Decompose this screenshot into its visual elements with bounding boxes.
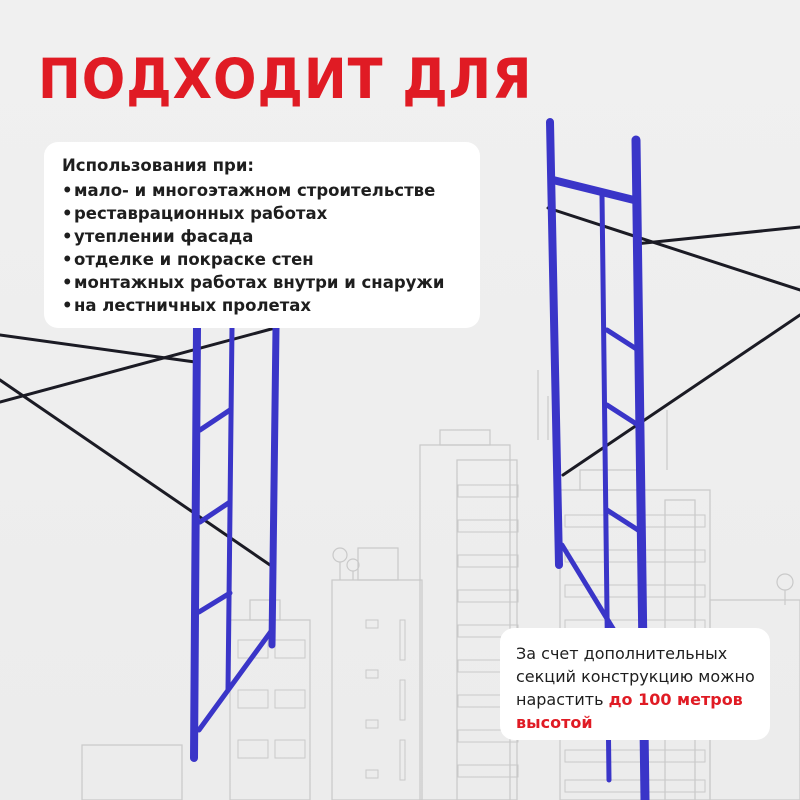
list-item: •на лестничных пролетах xyxy=(62,296,312,315)
list-item: •мало- и многоэтажном строительстве xyxy=(62,181,436,200)
list-item: •реставрационных работах xyxy=(62,204,328,223)
cross-braces xyxy=(0,206,800,567)
bullet-icon: • xyxy=(62,204,73,223)
list-item: •утеплении фасада xyxy=(62,227,254,246)
list-item: •отделке и покраске стен xyxy=(62,250,314,269)
headline: ПОДХОДИТ ДЛЯ xyxy=(38,47,533,111)
uses-list: •мало- и многоэтажном строительстве •рес… xyxy=(62,179,444,317)
bullet-icon: • xyxy=(62,250,73,269)
uses-card: Использования при: •мало- и многоэтажном… xyxy=(44,142,480,328)
height-highlight: до 100 метров высотой xyxy=(516,690,743,732)
height-info-text: За счет дополнительных секций конструкци… xyxy=(516,644,755,732)
height-info-card: За счет дополнительных секций конструкци… xyxy=(500,628,770,740)
bullet-icon: • xyxy=(62,296,73,315)
bullet-icon: • xyxy=(62,227,73,246)
list-item: •монтажных работах внутри и снаружи xyxy=(62,273,445,292)
uses-card-title: Использования при: xyxy=(62,156,255,175)
bullet-icon: • xyxy=(62,181,73,200)
bullet-icon: • xyxy=(62,273,73,292)
scaffold-frame-left xyxy=(190,324,280,762)
